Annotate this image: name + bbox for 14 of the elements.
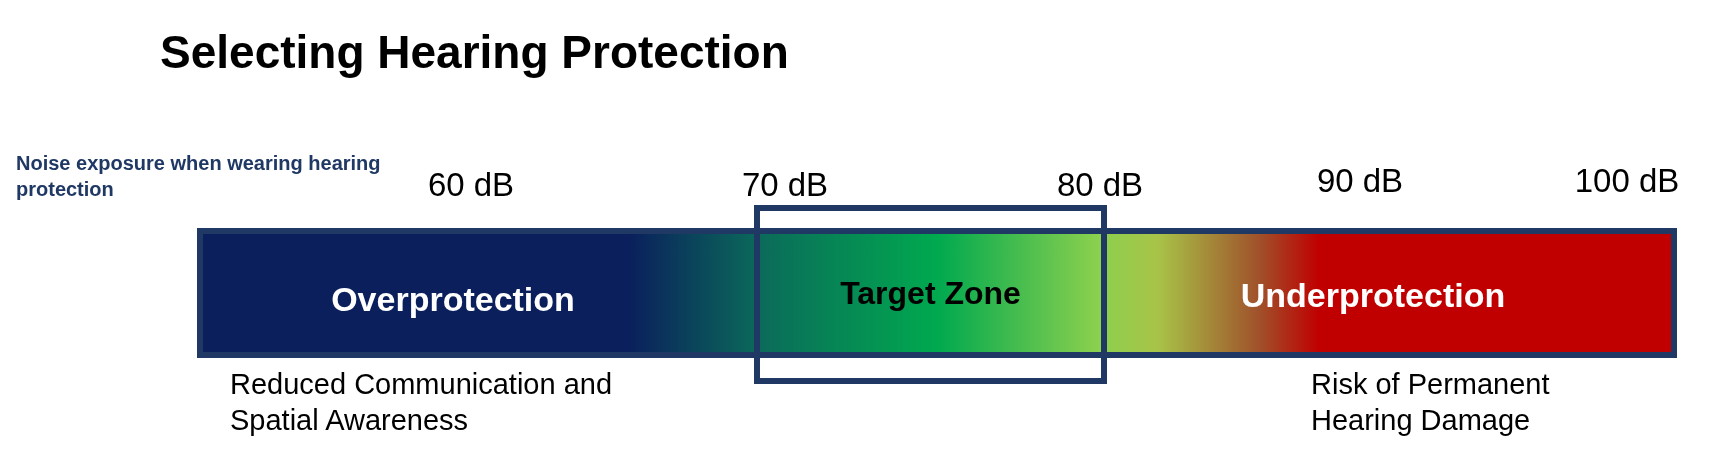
zone-note: Reduced Communication and Spatial Awareness [230, 367, 614, 438]
target-zone-frame [754, 205, 1107, 384]
tick-label: 80 dB [1055, 165, 1145, 205]
zone-note: Risk of Permanent Hearing Damage [1311, 367, 1551, 438]
diagram-title: Selecting Hearing Protection [160, 25, 789, 80]
zone-label: Target Zone [840, 274, 1021, 313]
tick-label: 100 dB [1573, 161, 1681, 201]
gradient-scale-bar [197, 228, 1677, 358]
tick-label: 60 dB [426, 165, 516, 205]
tick-label: 90 dB [1315, 161, 1405, 201]
tick-label: 70 dB [740, 165, 830, 205]
zone-label: Underprotection [1240, 275, 1506, 316]
axis-title: Noise exposure when wearing hearing protection [16, 151, 382, 202]
zone-label: Overprotection [331, 279, 575, 320]
